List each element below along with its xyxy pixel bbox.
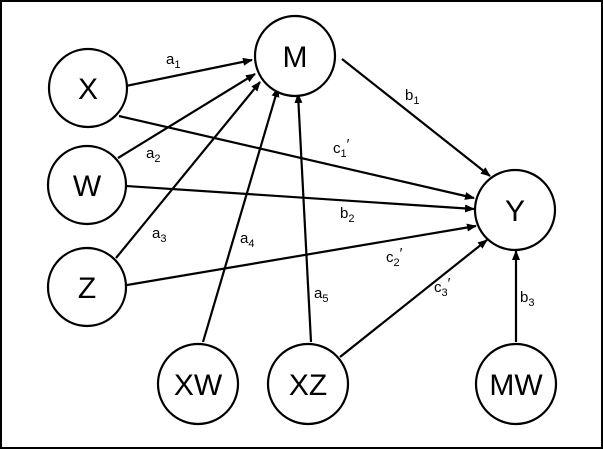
edges (115, 57, 520, 358)
node-xw-label: XW (174, 369, 223, 402)
node-y-label: Y (505, 195, 525, 228)
edge-label-c3-prime: c3′ (434, 275, 451, 299)
edge-label-c2-prime: c2′ (386, 245, 403, 269)
edge-x-to-y (118, 114, 475, 200)
edge-label-a2: a2 (146, 145, 160, 165)
node-z: Z (46, 246, 128, 328)
edge-x-to-m (125, 57, 253, 88)
node-y: Y (473, 168, 557, 252)
edge-label-b1: b1 (405, 87, 419, 107)
node-x-label: X (78, 73, 98, 106)
edge-label-a5: a5 (314, 285, 328, 305)
node-z-label: Z (78, 272, 96, 305)
node-xz-label: XZ (289, 369, 327, 402)
node-xz: XZ (266, 342, 350, 426)
node-w: W (46, 144, 128, 226)
edge-label-a4: a4 (240, 230, 254, 250)
edge-w-to-y (125, 184, 475, 213)
edge-m-to-y (341, 58, 491, 177)
edge-xz-to-m (294, 93, 313, 343)
edge-label-c1-prime: c1′ (333, 136, 350, 160)
node-xw: XW (156, 342, 240, 426)
edge-z-to-m (115, 81, 261, 259)
node-w-label: W (73, 170, 102, 203)
edge-label-a1: a1 (166, 51, 180, 71)
node-mw-label: MW (489, 369, 543, 402)
edge-w-to-m (117, 73, 256, 159)
edge-label-b2: b2 (340, 205, 354, 225)
edge-xz-to-y (339, 239, 488, 358)
node-mw: MW (474, 342, 558, 426)
edge-label-b3: b3 (520, 289, 534, 309)
edge-label-a3: a3 (152, 225, 166, 245)
node-m: M (253, 14, 337, 98)
node-x: X (47, 47, 129, 129)
edge-xw-to-m (201, 87, 280, 343)
node-m-label: M (283, 41, 308, 74)
edge-z-to-y (126, 223, 477, 287)
